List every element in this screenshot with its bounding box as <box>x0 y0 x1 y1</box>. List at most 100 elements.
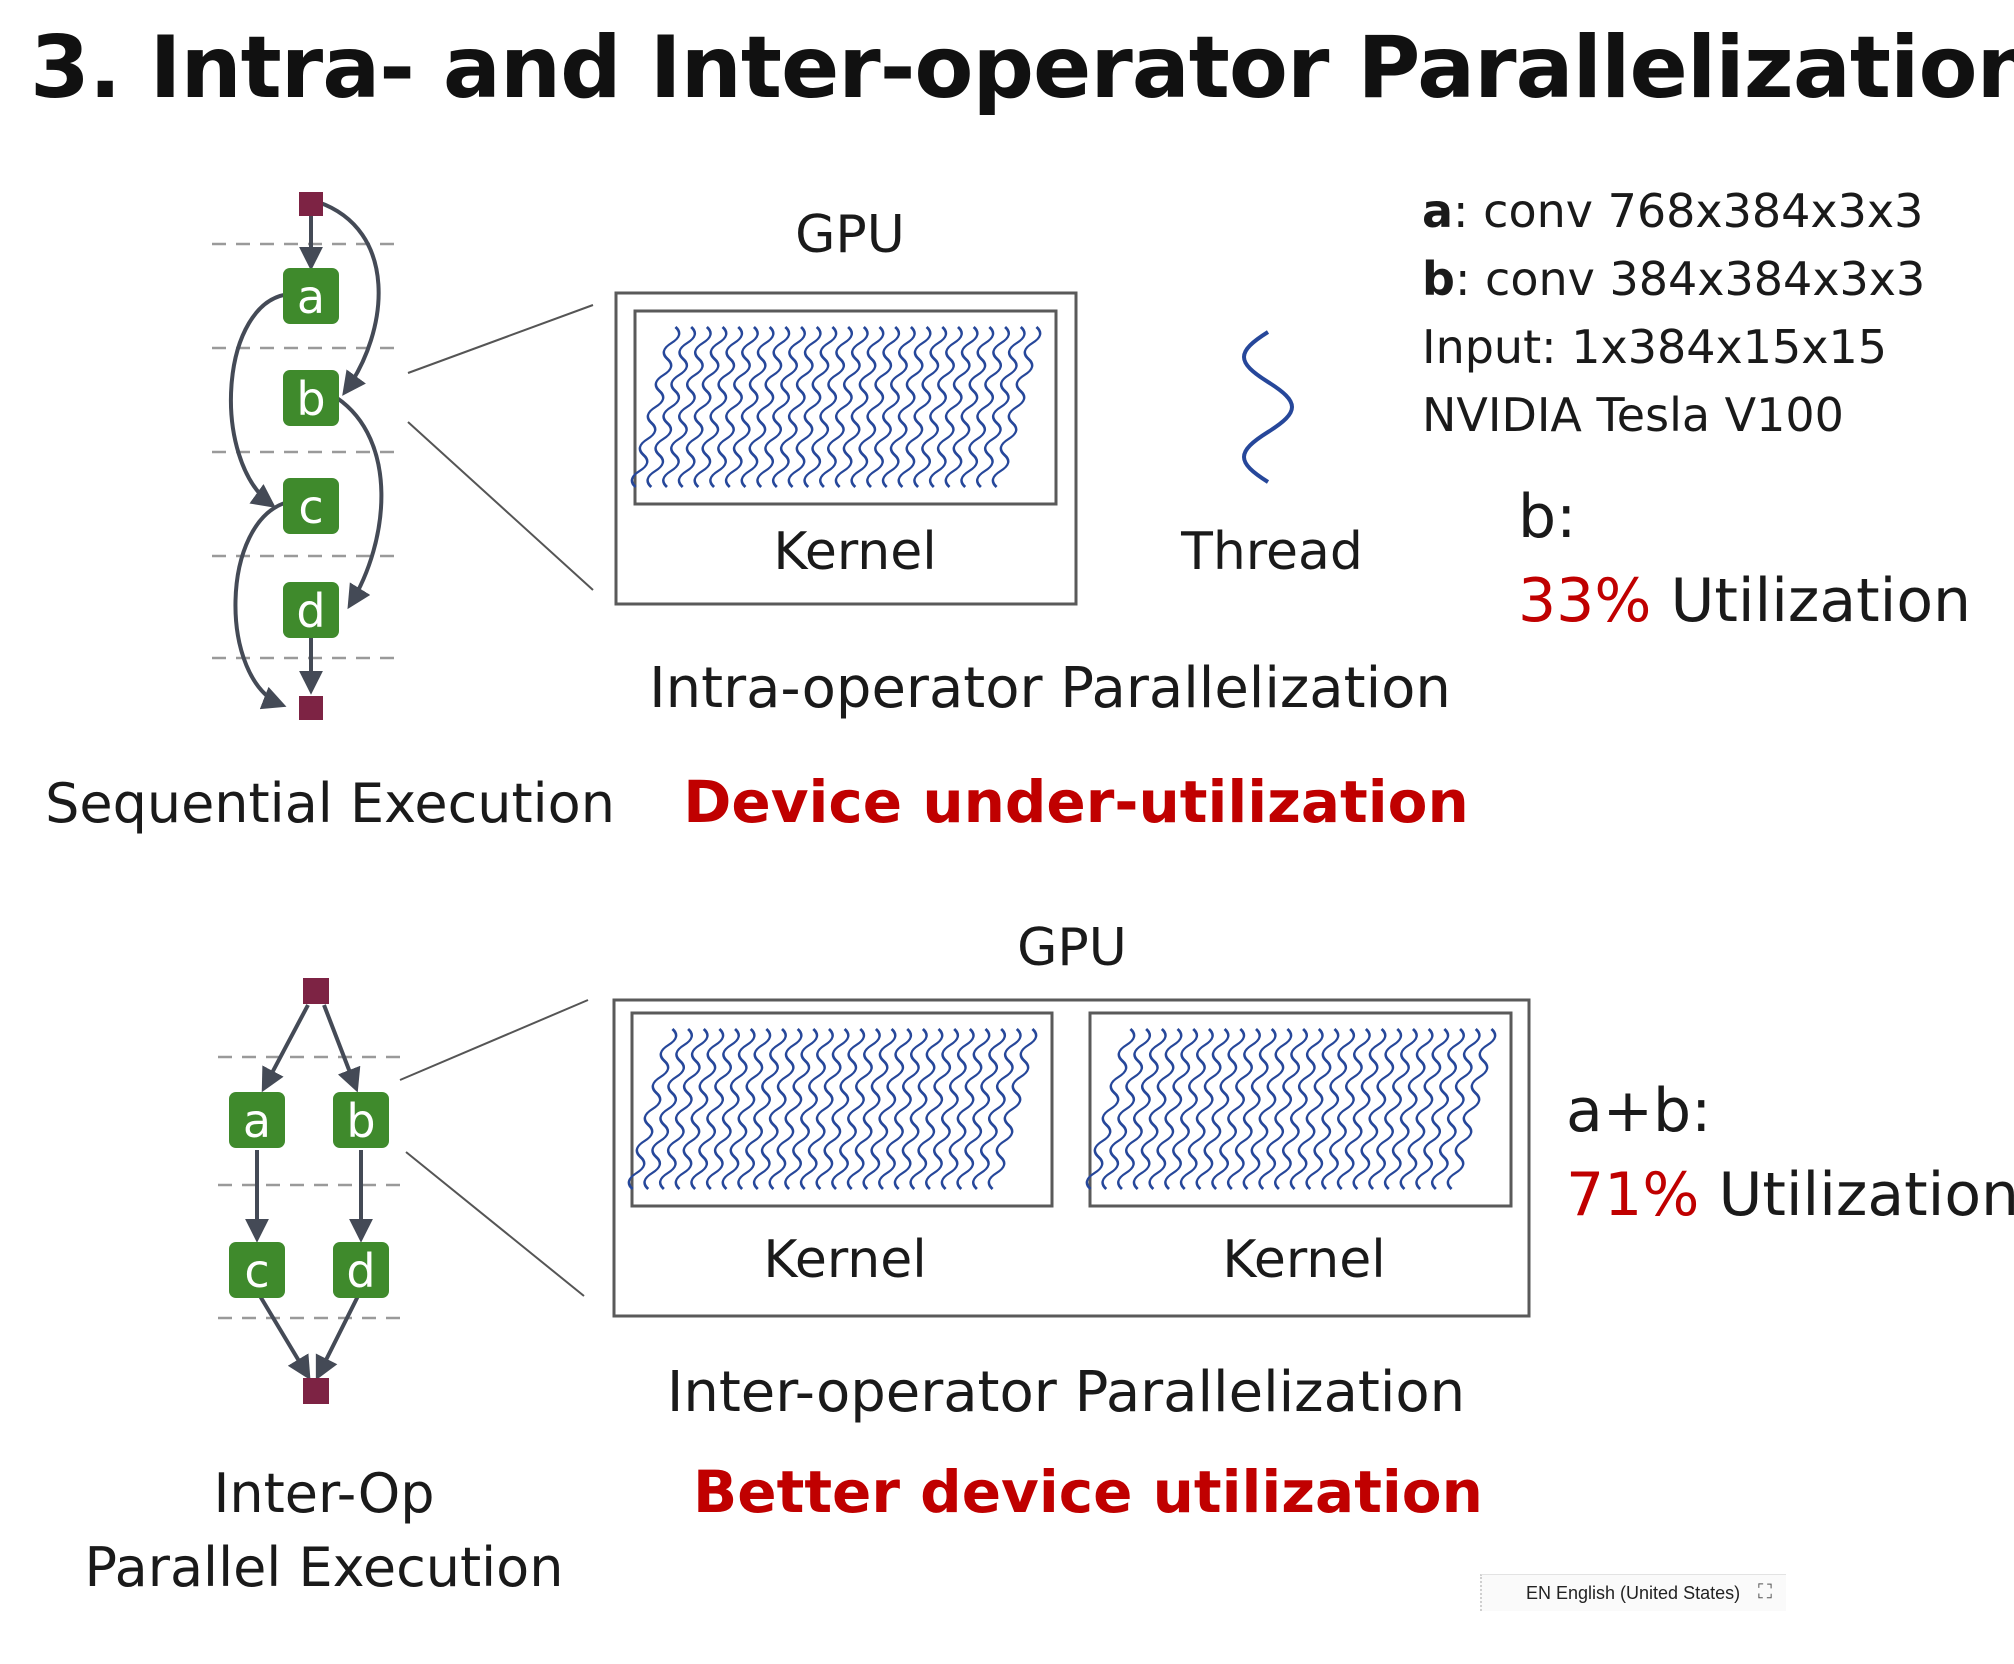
thread-wave <box>1132 1028 1183 1190</box>
thread-wave <box>658 1028 709 1190</box>
thread-wave <box>662 326 712 488</box>
utilization-word-bottom: Utilization <box>1718 1160 2014 1230</box>
utilization-op-bottom: a+b: <box>1566 1076 1712 1146</box>
thread-wave <box>834 326 885 488</box>
thread-wave <box>972 1028 1022 1190</box>
thread-wave <box>1148 1028 1199 1190</box>
thread-wave <box>771 326 822 488</box>
thread-wave <box>705 1028 756 1190</box>
thread-wave <box>646 326 697 488</box>
kernel-box-top <box>633 309 1058 506</box>
svg-text:c: c <box>244 1244 269 1298</box>
thread-wave <box>740 326 791 488</box>
thread-wave <box>819 326 869 488</box>
thread-wave <box>1195 1028 1246 1190</box>
slide-title: 3. Intra- and Inter-operator Paralleliza… <box>30 18 2014 118</box>
kernel-box-bottom-left <box>630 1011 1054 1208</box>
thread-wave <box>866 326 916 488</box>
thread-wave <box>1336 1028 1387 1190</box>
dependency-arrows <box>228 200 384 710</box>
language-indicator[interactable]: EN English (United States) <box>1526 1583 1741 1603</box>
thread-wave <box>1226 1028 1277 1190</box>
thread-wave <box>960 326 1010 488</box>
thread-wave <box>721 1028 772 1190</box>
svg-text:a: a <box>243 1094 271 1148</box>
thread-waves-bottom-right <box>1085 1028 1497 1190</box>
thread-wave <box>815 1028 866 1190</box>
inter-op-section-label: Inter-operator Parallelization <box>666 1360 1466 1425</box>
thread-wave <box>690 1028 740 1190</box>
graph-node-b: b <box>283 370 339 426</box>
thread-wave <box>1399 1028 1450 1190</box>
thread-wave <box>799 1028 850 1190</box>
utilization-pct-top: 33% <box>1518 566 1652 636</box>
thread-wave <box>897 326 948 488</box>
thread-wave <box>1101 1028 1152 1190</box>
thread-wave <box>1368 1028 1418 1190</box>
gpu-box-top <box>614 291 1078 606</box>
graph-node-c-bottom: c <box>229 1242 285 1298</box>
kernel-label-top: Kernel <box>773 522 937 582</box>
thread-wave <box>784 1028 834 1190</box>
thread-wave <box>1415 1028 1465 1190</box>
gpu-box-bottom <box>612 998 1531 1318</box>
under-utilization-verdict: Device under-utilization <box>683 768 1469 836</box>
thread-waves-bottom-left <box>627 1028 1038 1190</box>
utilization-pct-bottom: 71% <box>1566 1160 1700 1230</box>
svg-text:b: b <box>296 372 325 426</box>
svg-text:b: b <box>346 1094 375 1148</box>
thread-wave <box>987 1028 1038 1190</box>
parallel-graph: a b c d <box>218 978 406 1404</box>
thread-wave <box>1164 1028 1214 1190</box>
thread-wave <box>1352 1028 1403 1190</box>
thread-waves-top <box>630 326 1042 488</box>
utilization-word-top: Utilization <box>1670 566 1972 636</box>
gpu-label-bottom: GPU <box>1017 918 1127 978</box>
gpu-label-top: GPU <box>795 205 905 265</box>
sink-node-bottom <box>303 1378 329 1404</box>
thread-wave <box>1430 1028 1481 1190</box>
better-utilization-verdict: Better device utilization <box>693 1458 1483 1526</box>
thread-wave <box>862 1028 913 1190</box>
thread-wave <box>1117 1028 1167 1190</box>
thread-wave <box>831 1028 881 1190</box>
zoom-lines-bottom <box>399 999 589 1297</box>
spec-line-input: Input: 1x384x15x15 <box>1422 320 1888 374</box>
thread-wave <box>724 326 775 488</box>
thread-wave <box>940 1028 991 1190</box>
thread-wave <box>737 1028 787 1190</box>
thread-wave <box>677 326 728 488</box>
thread-wave <box>925 1028 975 1190</box>
sink-node <box>299 696 323 720</box>
thread-wave <box>1242 1028 1293 1190</box>
sequential-execution-caption: Sequential Execution <box>45 772 615 835</box>
thread-wave <box>1274 1028 1324 1190</box>
thread-wave <box>1446 1028 1497 1190</box>
thread-wave <box>1179 1028 1230 1190</box>
thread-wave <box>846 1028 897 1190</box>
dependency-arrows-bottom <box>245 1004 373 1381</box>
thread-wave <box>893 1028 944 1190</box>
thread-wave <box>630 326 681 488</box>
fullscreen-icon[interactable]: ⛶ <box>1758 1579 1772 1603</box>
thread-wave <box>709 326 759 488</box>
thread-wave <box>850 326 901 488</box>
utilization-op-top: b: <box>1518 482 1577 552</box>
graph-node-d-bottom: d <box>333 1242 389 1298</box>
spec-line-device: NVIDIA Tesla V100 <box>1422 388 1844 442</box>
graph-node-b-bottom: b <box>333 1092 389 1148</box>
thread-wave <box>928 326 979 488</box>
thread-wave <box>1211 1028 1261 1190</box>
thread-wave <box>944 326 995 488</box>
thread-wave <box>909 1028 960 1190</box>
kernel-label-bottom-left: Kernel <box>763 1230 927 1290</box>
intra-op-section-label: Intra-operator Parallelization <box>649 656 1451 721</box>
thread-wave <box>913 326 963 488</box>
thread-wave <box>1258 1028 1308 1190</box>
thread-wave <box>975 326 1026 488</box>
source-node <box>299 192 323 216</box>
thread-label: Thread <box>1181 522 1363 582</box>
thread-wave <box>756 326 806 488</box>
thread-wave <box>1321 1028 1371 1190</box>
